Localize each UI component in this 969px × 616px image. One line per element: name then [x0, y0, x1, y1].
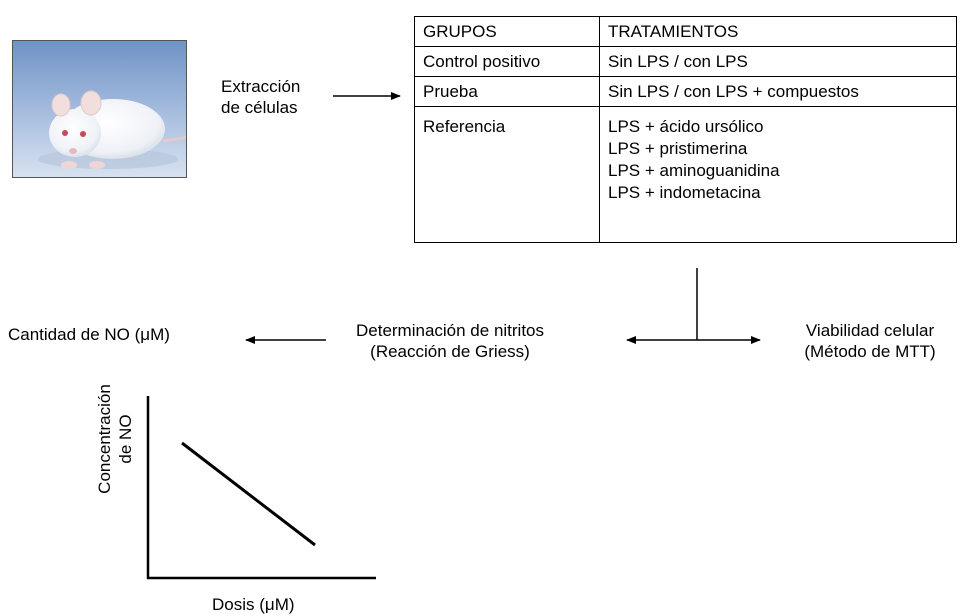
- extraction-label: Extracción de células: [221, 76, 300, 118]
- table-row: Control positivo Sin LPS / con LPS: [414, 46, 957, 77]
- mouse-photo: [12, 40, 187, 178]
- viability-label: Viabilidad celular (Método de MTT): [765, 320, 969, 362]
- reference-treatments-cell: LPS + ácido ursólico LPS + pristimerina …: [599, 106, 957, 243]
- table-row: Prueba Sin LPS / con LPS + compuestos: [414, 76, 957, 107]
- group-cell: Control positivo: [414, 46, 600, 77]
- treatment-cell: Sin LPS / con LPS + compuestos: [599, 76, 957, 107]
- reference-treatment: LPS + indometacina: [608, 183, 761, 202]
- viability-label-line2: (Método de MTT): [804, 342, 936, 361]
- nitrite-label-line1: Determinación de nitritos: [355, 321, 545, 340]
- header-treatments: TRATAMIENTOS: [599, 16, 957, 47]
- extraction-label-line2: de células: [221, 98, 298, 117]
- reference-treatment: LPS + aminoguanidina: [608, 161, 780, 180]
- group-cell: Referencia: [414, 106, 600, 243]
- extraction-label-line1: Extracción: [221, 77, 301, 96]
- header-groups: GRUPOS: [414, 16, 600, 47]
- viability-label-line1: Viabilidad celular: [805, 321, 935, 340]
- table-row-reference: Referencia LPS + ácido ursólico LPS + pr…: [414, 106, 957, 243]
- table-header-row: GRUPOS TRATAMIENTOS: [414, 16, 957, 47]
- no-amount-label: Cantidad de NO (μM): [8, 325, 170, 344]
- reference-treatment: LPS + pristimerina: [608, 139, 748, 158]
- nitrite-label-line2: (Reacción de Griess): [370, 342, 530, 361]
- nitrite-label: Determinación de nitritos (Reacción de G…: [300, 320, 600, 362]
- graph-trend-line: [181, 441, 316, 547]
- reference-treatment: LPS + ácido ursólico: [608, 117, 764, 136]
- mouse-image: [13, 41, 186, 177]
- treatment-table: GRUPOS TRATAMIENTOS Control positivo Sin…: [414, 16, 957, 243]
- group-cell: Prueba: [414, 76, 600, 107]
- treatment-cell: Sin LPS / con LPS: [599, 46, 957, 77]
- graph-xlabel: Dosis (μM): [212, 595, 295, 614]
